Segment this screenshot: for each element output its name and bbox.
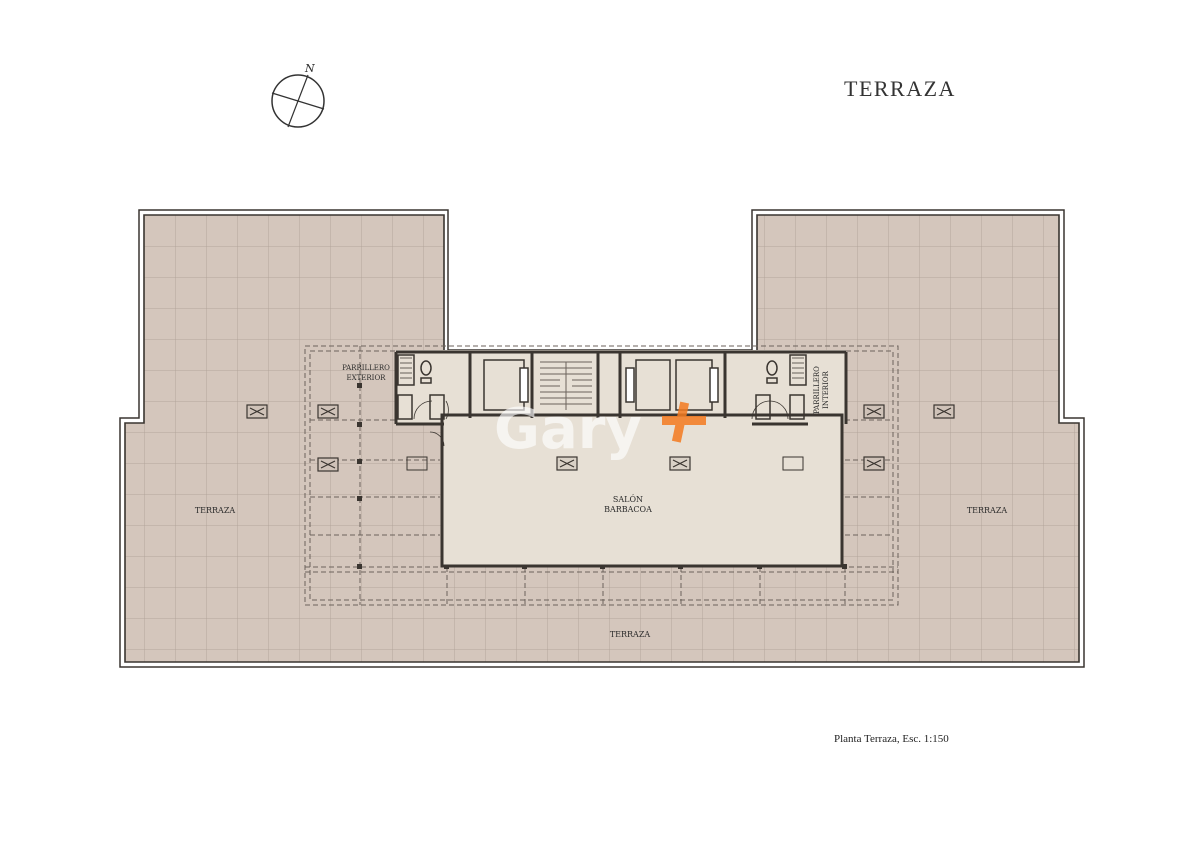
terraza-bottom-label: TERRAZA	[610, 630, 651, 639]
salon-label-line2: BARBACOA	[604, 505, 652, 514]
parrillero-exterior-line2: EXTERIOR	[347, 374, 387, 382]
salon-room	[440, 413, 844, 568]
right-wc	[751, 354, 807, 420]
terraza-left-label: TERRAZA	[195, 506, 236, 515]
watermark-logo: Gary	[494, 397, 706, 462]
watermark-text: Gary	[494, 397, 642, 462]
vent-grille-icon	[246, 404, 955, 472]
parrillero-interior-line1: PARRILLERO	[813, 366, 821, 414]
skylight	[406, 456, 804, 471]
terraza-right-label: TERRAZA	[967, 506, 1008, 515]
north-arrow-icon: N	[271, 62, 325, 128]
core-walls	[394, 350, 848, 426]
page-title: TERRAZA	[844, 76, 956, 101]
parrillero-interior-line2: INTERIOR	[822, 370, 830, 408]
left-wc	[397, 354, 449, 447]
stair	[540, 361, 592, 410]
plus-icon	[662, 401, 706, 443]
scale-caption: Planta Terraza, Esc. 1:150	[834, 733, 949, 745]
north-label: N	[304, 62, 315, 75]
salon-label-line1: SALÓN	[613, 495, 643, 504]
elevators	[483, 359, 719, 411]
parrillero-exterior-line1: PARRILLERO	[342, 364, 390, 372]
